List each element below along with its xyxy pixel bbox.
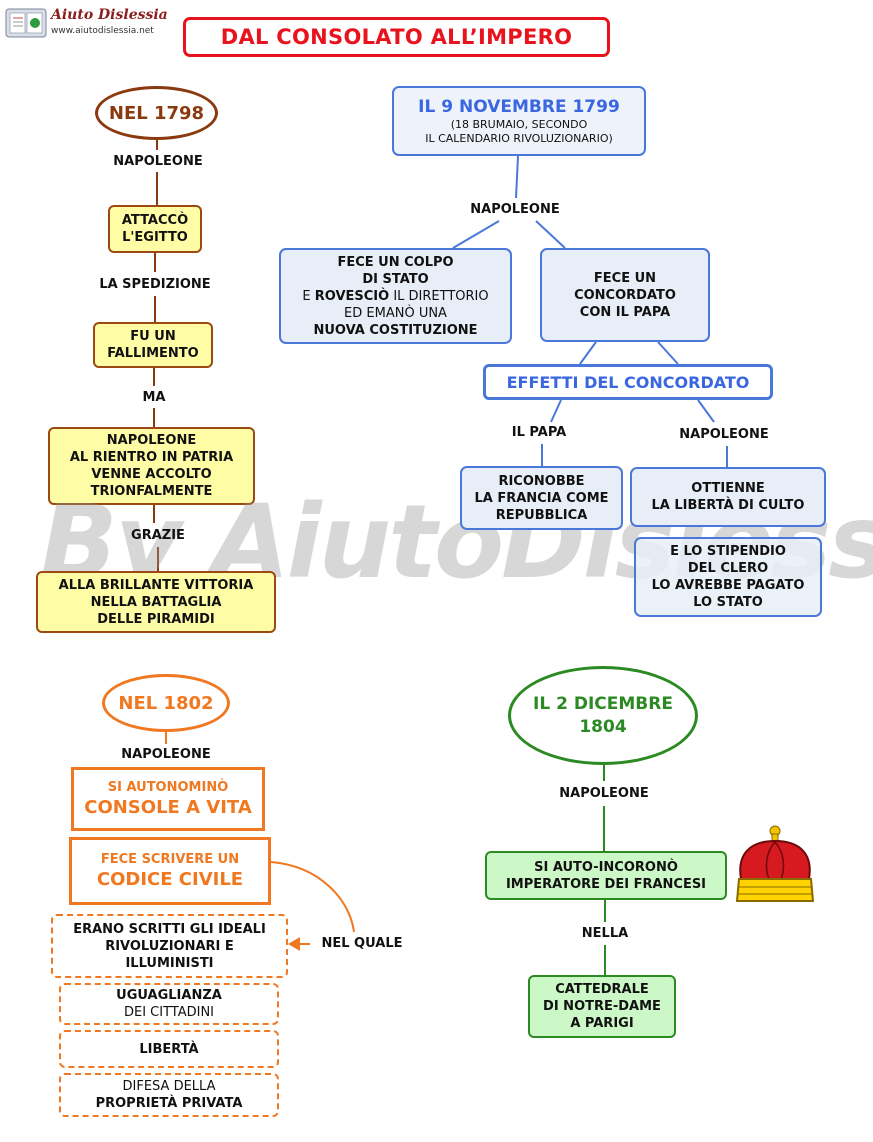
line: CATTEDRALE <box>555 982 649 997</box>
crown-icon <box>735 825 815 902</box>
header-1802-text: NEL 1802 <box>118 692 214 714</box>
line: E LO STIPENDIO <box>670 544 786 559</box>
line: CON IL PAPA <box>579 304 671 320</box>
line: DEI CITTADINI <box>123 1005 215 1020</box>
box-notre-dame: CATTEDRALE DI NOTRE-DAME A PARIGI <box>528 975 676 1038</box>
line: FECE UN COLPO <box>337 254 454 270</box>
label-ma: MA <box>142 390 166 405</box>
label-nella: NELLA <box>581 926 629 941</box>
line: DELLE PIRAMIDI <box>97 611 215 627</box>
line: VENNE ACCOLTO <box>91 467 212 482</box>
text-part: ROVESCIÒ <box>314 288 390 304</box>
header-1799: IL 9 NOVEMBRE 1799 (18 BRUMAIO, SECONDO … <box>392 86 646 156</box>
label-napoleone-1799: NAPOLEONE <box>470 202 560 217</box>
line: LIBERTÀ <box>139 1041 199 1057</box>
book-logo-icon <box>5 8 47 38</box>
line: DI STATO <box>362 271 429 287</box>
label-napoleone-effetti: NAPOLEONE <box>679 427 769 442</box>
label-nel-quale: NEL QUALE <box>321 936 403 951</box>
label-il-papa: IL PAPA <box>511 425 567 440</box>
line: SI AUTONOMINÒ <box>107 779 229 795</box>
line: PROPRIETÀ PRIVATA <box>95 1096 243 1111</box>
line: LA FRANCIA COME <box>474 490 609 506</box>
line: AL RIENTRO IN PATRIA <box>69 450 234 465</box>
box-codice-civile: FECE SCRIVERE UN CODICE CIVILE <box>69 837 271 905</box>
line: 1804 <box>579 716 627 737</box>
line: IMPERATORE DEI FRANCESI <box>505 876 707 892</box>
line: CONSOLE A VITA <box>84 796 252 818</box>
line: NAPOLEONE <box>106 433 197 448</box>
line: LO AVREBBE PAGATO <box>651 578 805 593</box>
label-napoleone-1798: NAPOLEONE <box>113 154 203 169</box>
label-spedizione: LA SPEDIZIONE <box>99 277 211 292</box>
box-fallimento: FU UN FALLIMENTO <box>93 322 213 368</box>
line: ATTACCÒ <box>121 213 189 228</box>
box-attacco-egitto: ATTACCÒ L'EGITTO <box>108 205 202 253</box>
line: OTTIENNE <box>691 481 765 496</box>
line: UGUAGLIANZA <box>116 988 222 1003</box>
subheader-line: IL CALENDARIO RIVOLUZIONARIO) <box>425 132 613 145</box>
line: RICONOBBE <box>498 473 585 489</box>
box-liberta: LIBERTÀ <box>59 1030 279 1068</box>
box-incoronazione: SI AUTO-INCORONÒ IMPERATORE DEI FRANCESI <box>485 851 727 900</box>
line: SI AUTO-INCORONÒ <box>534 859 678 875</box>
line: REPUBBLICA <box>495 507 588 523</box>
box-proprieta: DIFESA DELLA PROPRIETÀ PRIVATA <box>59 1073 279 1117</box>
line: DEL CLERO <box>687 561 769 576</box>
text-part: IL DIRETTORIO <box>389 288 489 304</box>
line: FU UN <box>130 329 176 344</box>
line: L'EGITTO <box>122 230 188 245</box>
title-text: DAL CONSOLATO ALL’IMPERO <box>220 24 573 49</box>
header-1798-text: NEL 1798 <box>108 102 205 124</box>
line: ILLUMINISTI <box>125 955 214 971</box>
line: E ROVESCIÒ IL DIRETTORIO <box>302 288 488 305</box>
line: FECE SCRIVERE UN <box>100 851 240 867</box>
line: RIVOLUZIONARI E <box>105 938 234 954</box>
line: DI NOTRE-DAME <box>543 999 661 1014</box>
box-liberta-culto: OTTIENNE LA LIBERTÀ DI CULTO <box>630 467 826 527</box>
box-rientro: NAPOLEONE AL RIENTRO IN PATRIA VENNE ACC… <box>48 427 255 505</box>
line: A PARIGI <box>570 1016 634 1031</box>
box-ideali: ERANO SCRITTI GLI IDEALI RIVOLUZIONARI E… <box>51 914 288 978</box>
header-1802: NEL 1802 <box>102 674 230 732</box>
line: CODICE CIVILE <box>96 868 244 890</box>
label-grazie: GRAZIE <box>131 528 185 543</box>
box-uguaglianza: UGUAGLIANZA DEI CITTADINI <box>59 983 279 1025</box>
line: LO STATO <box>693 595 763 610</box>
line: FALLIMENTO <box>107 346 199 361</box>
header-1804: IL 2 DICEMBRE 1804 <box>508 666 698 765</box>
effetti-text: EFFETTI DEL CONCORDATO <box>506 372 750 392</box>
line: FECE UN <box>593 270 657 286</box>
line: ALLA BRILLANTE VITTORIA <box>58 577 254 593</box>
line: NUOVA COSTITUZIONE <box>313 322 478 338</box>
box-colpo-di-stato: FECE UN COLPO DI STATO E ROVESCIÒ IL DIR… <box>279 248 512 344</box>
page-title: DAL CONSOLATO ALL’IMPERO <box>183 17 610 57</box>
subheader-line: (18 BRUMAIO, SECONDO <box>450 118 588 131</box>
line: NELLA BATTAGLIA <box>90 594 222 610</box>
line: ERANO SCRITTI GLI IDEALI <box>73 921 266 937</box>
header-1799-text: IL 9 NOVEMBRE 1799 <box>418 97 620 117</box>
header-1798: NEL 1798 <box>95 86 218 140</box>
text-part: E <box>302 288 315 304</box>
logo-name: Aiuto Dislessia <box>51 7 168 23</box>
line: CONCORDATO <box>574 287 676 303</box>
line: IL 2 DICEMBRE <box>533 693 673 714</box>
line: ED EMANÒ UNA <box>344 305 447 321</box>
line: LA LIBERTÀ DI CULTO <box>651 498 805 513</box>
line: TRIONFALMENTE <box>90 484 213 499</box>
logo[interactable]: Aiuto Dislessia www.aiutodislessia.net <box>5 5 168 41</box>
box-piramidi: ALLA BRILLANTE VITTORIA NELLA BATTAGLIA … <box>36 571 276 633</box>
box-console-a-vita: SI AUTONOMINÒ CONSOLE A VITA <box>71 767 265 831</box>
logo-url: www.aiutodislessia.net <box>51 26 154 36</box>
line: DIFESA DELLA <box>122 1079 216 1094</box>
box-effetti-concordato: EFFETTI DEL CONCORDATO <box>483 364 773 400</box>
label-napoleone-1804: NAPOLEONE <box>559 786 649 801</box>
box-stipendio-clero: E LO STIPENDIO DEL CLERO LO AVREBBE PAGA… <box>634 537 822 617</box>
box-riconobbe: RICONOBBE LA FRANCIA COME REPUBBLICA <box>460 466 623 530</box>
box-concordato: FECE UN CONCORDATO CON IL PAPA <box>540 248 710 342</box>
label-napoleone-1802: NAPOLEONE <box>121 747 211 762</box>
